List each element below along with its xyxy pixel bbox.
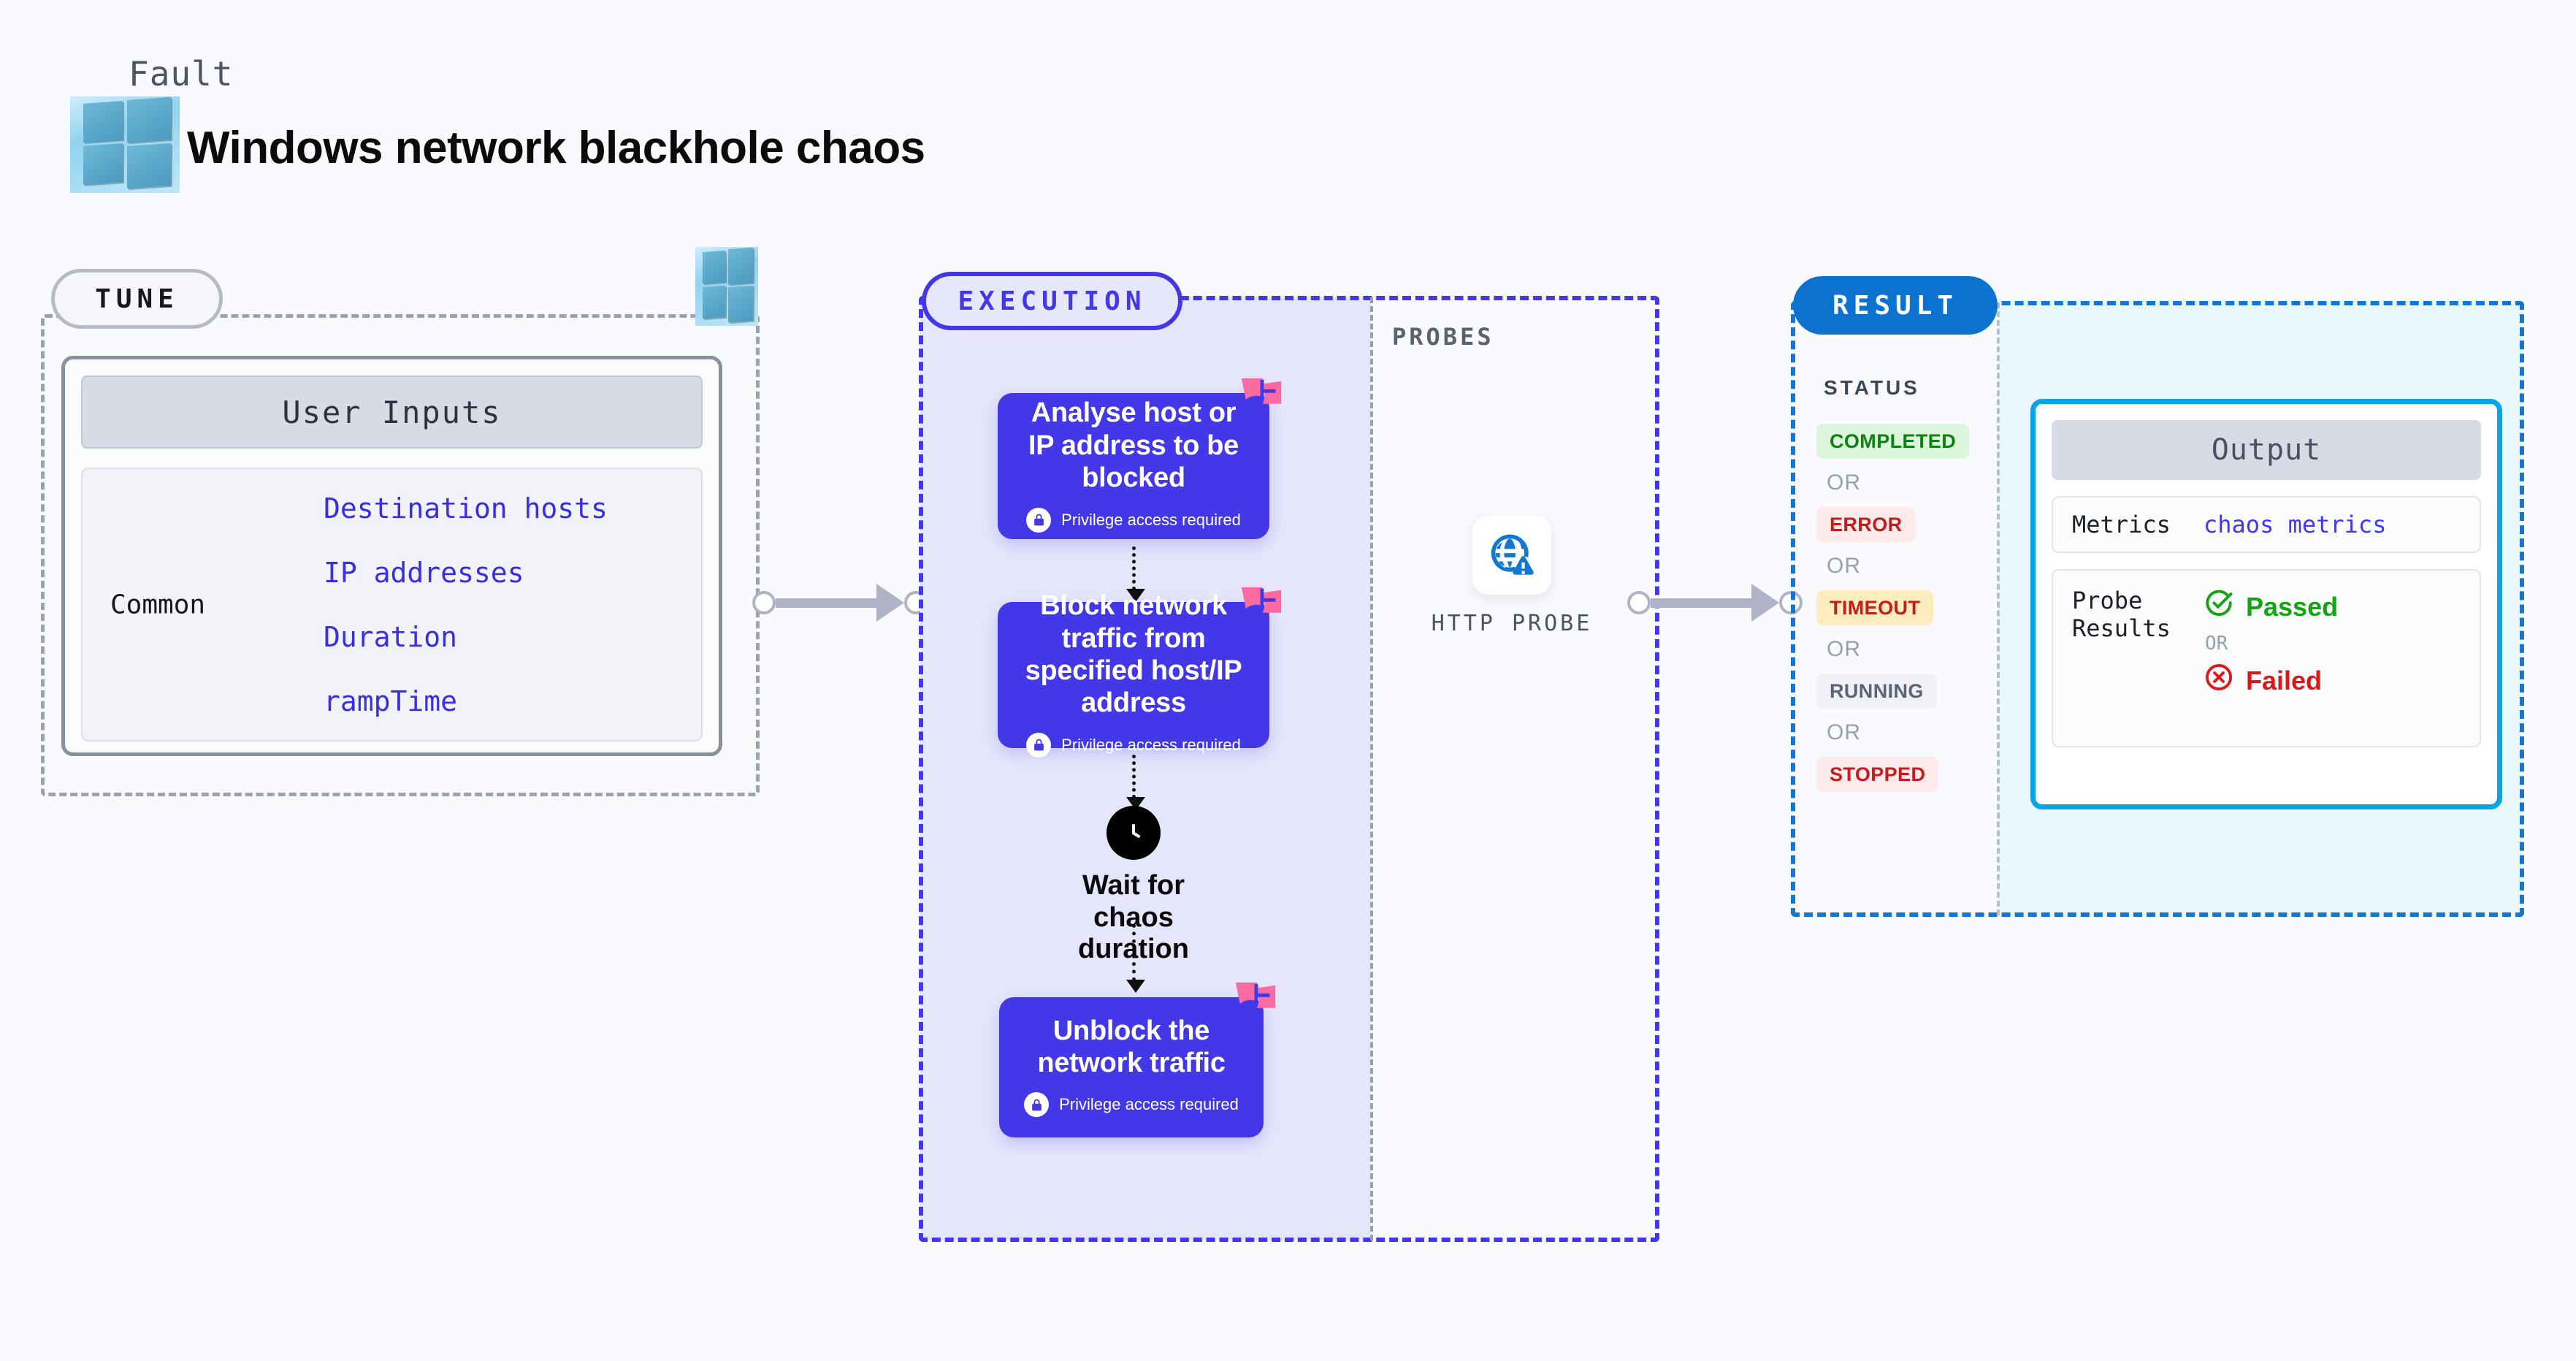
tune-param-ramptime[interactable]: rampTime (324, 685, 458, 717)
probe-result-failed: Failed (2204, 662, 2338, 699)
execution-step-analyse-host[interactable]: Analyse host or IP address to be blocked… (998, 378, 1282, 539)
lock-icon (1026, 507, 1052, 533)
privilege-text: Privilege access required (1059, 1095, 1239, 1114)
x-circle-icon (2204, 662, 2234, 699)
probes-divider (1370, 297, 1373, 1240)
connector-arrowhead (876, 584, 904, 622)
litmus-logo-icon (1235, 982, 1276, 1008)
connector-tune-to-execution (752, 584, 928, 622)
status-badge-error: ERROR (1816, 507, 1916, 542)
connector-line (776, 598, 876, 608)
probe-label: HTTP PROBE (1431, 611, 1593, 636)
privilege-note: Privilege access required (1026, 507, 1241, 533)
windows-logo-icon (70, 96, 180, 193)
probe-results-key: Probe Results (2072, 587, 2171, 643)
connector-start-dot (1627, 591, 1651, 614)
user-inputs-body: Common Destination hosts IP addresses Du… (81, 468, 703, 742)
page-title: Windows network blackhole chaos (187, 123, 925, 173)
result-zone (1791, 301, 2524, 917)
output-row-metrics: Metrics chaos metrics (2052, 496, 2481, 553)
flow-arrow-2 (1126, 755, 1145, 810)
or-separator: OR (1827, 470, 1861, 495)
output-title: Output (2052, 420, 2481, 480)
status-badge-running: RUNNING (1816, 674, 1937, 709)
common-group-label: Common (110, 590, 206, 619)
probe-result-passed: Passed (2204, 588, 2338, 625)
metrics-value[interactable]: chaos metrics (2204, 511, 2387, 538)
flow-arrow-3 (1126, 924, 1145, 993)
metrics-key: Metrics (2072, 510, 2171, 538)
user-inputs-title: User Inputs (81, 375, 703, 449)
status-badge-stopped: STOPPED (1816, 757, 1939, 792)
privilege-note: Privilege access required (1024, 1092, 1239, 1118)
tune-zone (41, 314, 760, 796)
litmus-logo-icon (1241, 587, 1282, 613)
execution-step-block-traffic[interactable]: Block network traffic from specified hos… (998, 587, 1282, 758)
status-badge-completed: COMPLETED (1816, 424, 1970, 459)
execution-probes-zone (919, 296, 1659, 1242)
step-title: Analyse host or IP address to be blocked (1028, 397, 1239, 494)
probe-item-http[interactable]: HTTP PROBE (1432, 516, 1589, 636)
failed-label: Failed (2246, 665, 2323, 695)
connector-line (1651, 598, 1751, 608)
clock-icon (1107, 806, 1161, 860)
status-badge-timeout: TIMEOUT (1816, 590, 1934, 625)
lock-icon (1024, 1092, 1050, 1118)
probe-results-values: Passed OR Failed (2204, 587, 2338, 699)
step-title: Block network traffic from specified hos… (1025, 590, 1242, 719)
step-title: Unblock the network traffic (1037, 1015, 1226, 1078)
status-label: STATUS (1824, 376, 1920, 399)
tune-parameter-list: Destination hosts IP addresses Duration … (324, 492, 608, 717)
privilege-text: Privilege access required (1061, 735, 1241, 754)
or-separator: OR (1827, 554, 1861, 578)
litmus-logo-icon (1241, 378, 1282, 404)
connector-execution-to-result (1627, 584, 1803, 622)
execution-step-unblock-traffic[interactable]: Unblock the network traffic Privilege ac… (999, 982, 1276, 1137)
tune-param-ip-addresses[interactable]: IP addresses (324, 556, 524, 589)
output-card: Output Metrics chaos metrics Probe Resul… (2030, 399, 2502, 809)
privilege-note: Privilege access required (1026, 732, 1241, 758)
result-divider (1997, 302, 2000, 915)
connector-start-dot (752, 591, 776, 614)
check-circle-icon (2204, 588, 2234, 625)
fault-kicker: Fault (129, 54, 234, 94)
passed-label: Passed (2246, 591, 2339, 622)
tune-param-duration[interactable]: Duration (324, 620, 458, 653)
tune-badge: TUNE (51, 269, 223, 329)
or-separator: OR (2205, 633, 2228, 655)
connector-arrowhead (1751, 584, 1779, 622)
lock-icon (1026, 732, 1052, 758)
user-inputs-card: User Inputs Common Destination hosts IP … (61, 356, 722, 756)
flow-arrow-1 (1126, 546, 1145, 602)
or-separator: OR (1827, 720, 1861, 744)
windows-logo-icon (695, 247, 758, 326)
result-badge: RESULT (1793, 276, 1998, 335)
privilege-text: Privilege access required (1061, 510, 1241, 529)
globe-warning-icon (1472, 516, 1551, 595)
execution-badge: EXECUTION (922, 272, 1182, 330)
status-list: COMPLETED OR ERROR OR TIMEOUT OR RUNNING… (1816, 424, 1984, 792)
probes-label: PROBES (1392, 323, 1494, 351)
or-separator: OR (1827, 637, 1861, 661)
page-header: Fault Windows network blackhole chaos (70, 45, 1093, 206)
tune-param-destination-hosts[interactable]: Destination hosts (324, 492, 608, 525)
output-row-probe-results: Probe Results Passed OR (2052, 569, 2481, 747)
